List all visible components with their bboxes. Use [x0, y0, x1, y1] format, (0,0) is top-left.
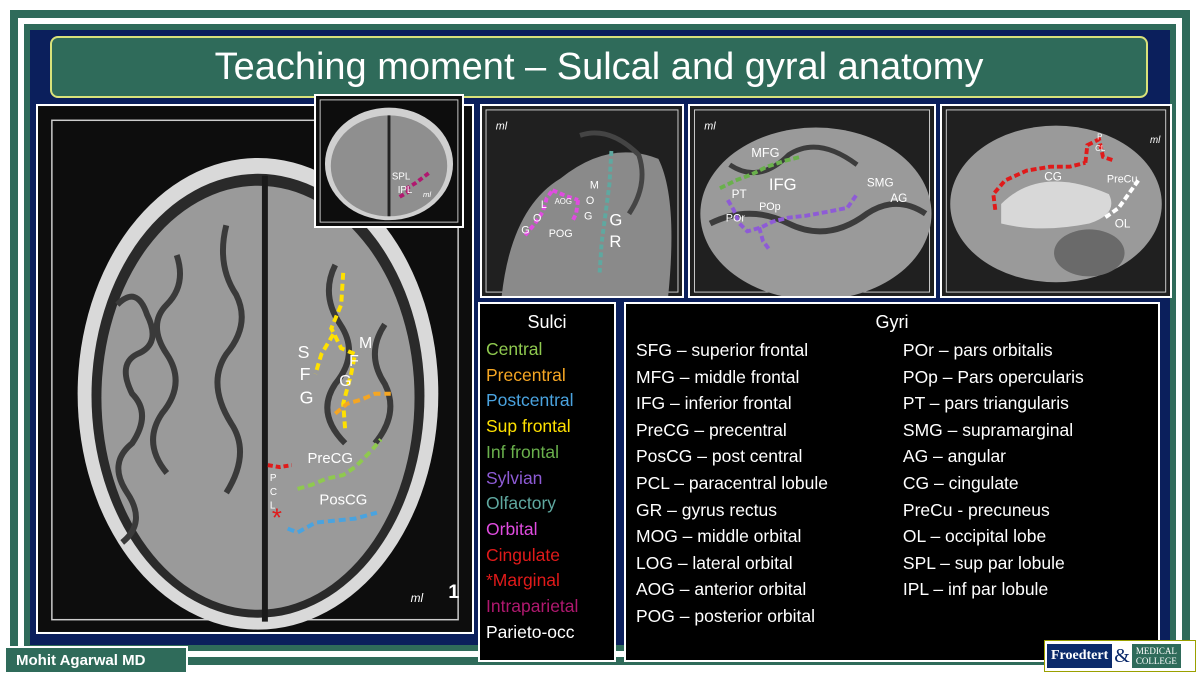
label-ipl: IPL: [398, 185, 413, 196]
orbital-mri-image: AOG POG M O G L O G G R ml: [480, 104, 684, 298]
label-pcl-c: C: [270, 487, 277, 498]
label-signature: ml: [411, 591, 424, 605]
gyrus-item: SMG – supramarginal: [902, 419, 1074, 440]
inset-signature: ml: [423, 190, 431, 199]
label-por: POr: [726, 213, 746, 225]
sagittal-lateral-mri-image: MFG IFG PT POp POr SMG AG ml: [688, 104, 936, 298]
sulcus-item: Precentral: [486, 364, 566, 385]
label-pcl-cl: CL: [1095, 144, 1106, 153]
gyrus-item: PosCG – post central: [636, 446, 803, 467]
label-pop: POp: [759, 201, 781, 213]
label-ag: AG: [890, 192, 907, 205]
gyrus-item: SFG – superior frontal: [636, 340, 809, 360]
title-banner: Teaching moment – Sulcal and gyral anato…: [50, 36, 1148, 98]
sulcus-item: *Marginal: [486, 570, 560, 591]
author-credit: Mohit Agarwal MD: [4, 646, 188, 674]
sulcus-item: Olfactory: [486, 493, 557, 514]
logo-froedtert: Froedtert: [1047, 644, 1113, 668]
label-ol: OL: [1115, 217, 1131, 230]
axial-inset-graphic: SPL IPL ml: [316, 96, 462, 226]
sulcus-item: Parieto-occ: [486, 621, 575, 642]
sagittal-lateral-graphic: MFG IFG PT POp POr SMG AG ml: [690, 106, 934, 296]
gyrus-item: AOG – anterior orbital: [636, 579, 807, 600]
label-log-o: O: [533, 213, 541, 225]
sagittal-medial-signature: ml: [1150, 135, 1161, 146]
label-mfg-m: M: [359, 335, 372, 352]
label-mog-o: O: [586, 195, 594, 207]
label-ifg: IFG: [769, 175, 797, 194]
label-aog: AOG: [555, 197, 572, 206]
sulcus-item: Cingulate: [486, 544, 560, 565]
label-mfg-f: F: [349, 353, 359, 370]
gyrus-item: PreCu - precuneus: [902, 499, 1050, 520]
label-sfg-f: F: [300, 364, 311, 384]
gyrus-item: PCL – paracentral lobule: [636, 472, 828, 493]
label-mfg: MFG: [751, 145, 779, 160]
label-pcl-p: P: [270, 473, 277, 484]
gyrus-item: PT – pars triangularis: [902, 393, 1069, 414]
label-pcl-p: P: [1097, 132, 1102, 141]
orbital-graphic: AOG POG M O G L O G G R ml: [482, 106, 682, 296]
sulcus-item: Postcentral: [486, 390, 574, 411]
label-log-g: G: [521, 224, 529, 236]
label-gr-g: G: [609, 210, 622, 229]
label-mog-m: M: [590, 179, 599, 191]
logo-college: COLLEGE: [1135, 656, 1177, 666]
gyrus-item: OL – occipital lobe: [902, 526, 1047, 547]
label-smg: SMG: [867, 176, 894, 189]
label-mfg-g: G: [339, 373, 351, 390]
gyrus-item: AG – angular: [902, 446, 1007, 467]
sagittal-medial-mri-image: P CL CG PreCu OL ml: [940, 104, 1172, 298]
sagittal-lateral-signature: ml: [704, 121, 716, 133]
label-gr-r: R: [609, 232, 621, 251]
gyrus-item: POG – posterior orbital: [636, 605, 815, 626]
label-pog: POG: [549, 228, 573, 240]
logo-medical-college: MEDICAL COLLEGE: [1131, 644, 1181, 668]
sulcus-item: Inf frontal: [486, 441, 559, 462]
label-cg: CG: [1044, 170, 1062, 183]
label-mog-g: G: [584, 211, 592, 223]
institution-logo: Froedtert & MEDICAL COLLEGE: [1044, 640, 1196, 672]
sulcus-item: Central: [486, 339, 543, 359]
sulcus-item: Sylvian: [486, 467, 543, 488]
marginal-star-marker: *: [272, 505, 282, 533]
axial-inset-mri-image: SPL IPL ml: [314, 94, 464, 228]
label-slice-number: 1: [448, 581, 459, 603]
gyrus-item: SPL – sup par lobule: [902, 552, 1065, 573]
gyrus-item: POr – pars orbitalis: [902, 340, 1053, 360]
sulci-header: Sulci: [527, 312, 567, 332]
label-precu: PreCu: [1107, 173, 1138, 185]
label-log-l: L: [541, 199, 547, 211]
sulcus-item: Orbital: [486, 518, 538, 539]
logo-medical: MEDICAL: [1135, 646, 1177, 656]
gyrus-item: MFG – middle frontal: [636, 366, 800, 387]
label-sfg-g: G: [300, 388, 314, 408]
slide-title: Teaching moment – Sulcal and gyral anato…: [214, 45, 984, 88]
label-spl: SPL: [392, 171, 411, 182]
gyri-header: Gyri: [875, 312, 909, 332]
orbital-signature: ml: [496, 121, 508, 133]
label-precg: PreCG: [308, 451, 353, 467]
gyrus-item: PreCG – precentral: [636, 419, 787, 440]
gyrus-item: CG – cingulate: [902, 472, 1019, 493]
sulcus-item: Sup frontal: [486, 416, 571, 437]
gyrus-item: POp – Pars opercularis: [902, 366, 1084, 387]
logo-ampersand: &: [1114, 644, 1130, 667]
gyrus-item: LOG – lateral orbital: [636, 552, 793, 573]
sulcus-item: Intraparietal: [486, 596, 579, 617]
gyrus-item: IFG – inferior frontal: [636, 393, 792, 414]
label-pcl-l: L: [270, 501, 276, 512]
label-sfg-s: S: [298, 342, 310, 362]
label-poscg: PosCG: [319, 493, 367, 509]
gyrus-item: IPL – inf par lobule: [902, 579, 1049, 600]
gyrus-item: GR – gyrus rectus: [636, 499, 778, 520]
gyrus-item: MOG – middle orbital: [636, 526, 802, 547]
sagittal-medial-graphic: P CL CG PreCu OL ml: [942, 106, 1170, 296]
label-pt: PT: [732, 188, 747, 201]
